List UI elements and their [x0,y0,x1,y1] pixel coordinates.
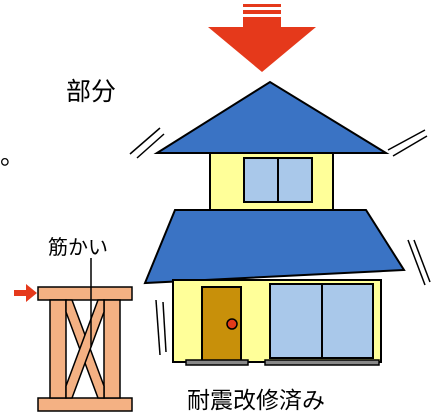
top-roof [153,80,390,154]
upper-window [243,157,313,203]
brace-label: 筋かい [48,235,108,259]
sliding-window [269,283,374,359]
force-arrow-right [14,284,37,302]
window-sill [264,359,380,366]
door-sill [185,359,249,366]
lower-roof [143,209,406,285]
caption-label: 耐震改修済み [187,388,325,414]
period-mark: 。 [0,141,26,170]
force-arrow-down [208,4,316,72]
front-door [201,286,242,363]
brace-frame [37,286,133,412]
shake-lines [129,127,431,356]
partial-label: 部分 [66,77,117,106]
